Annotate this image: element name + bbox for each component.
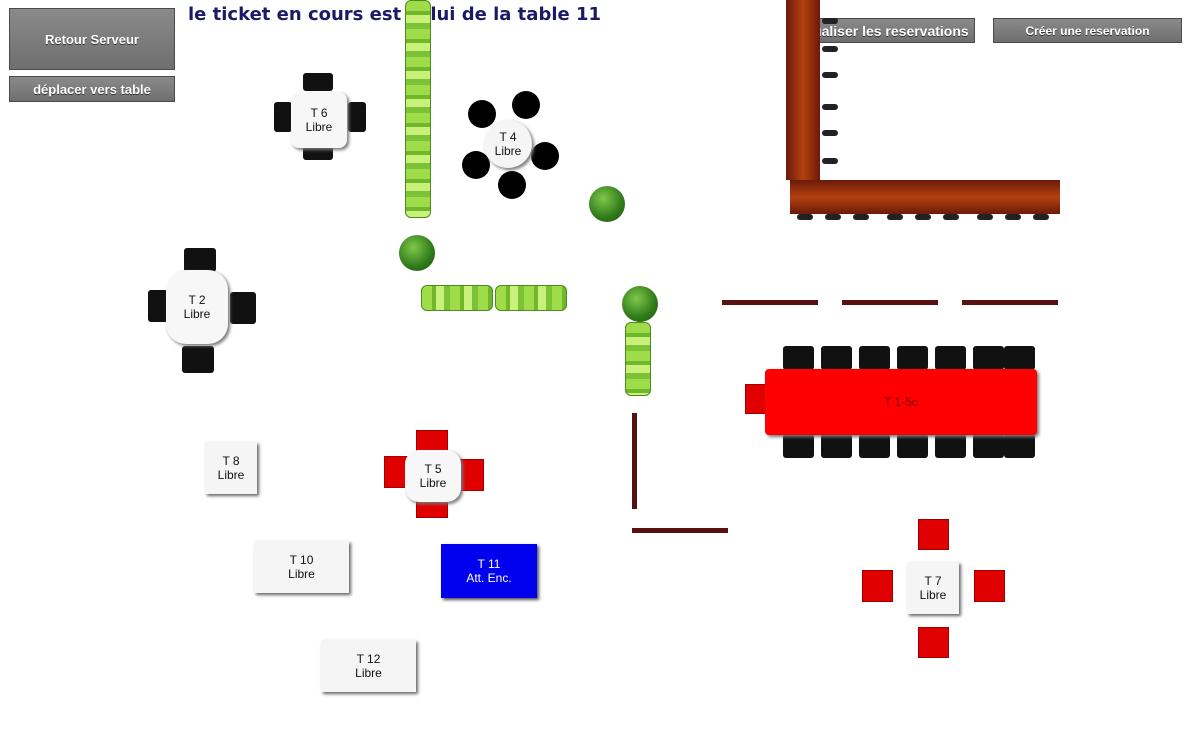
- chair: [897, 346, 928, 370]
- table-name: T 11: [477, 557, 501, 571]
- bar-stool: [943, 214, 959, 220]
- chair: [859, 434, 890, 458]
- bar-stool: [915, 214, 931, 220]
- bush-plant: [399, 235, 435, 271]
- chair-red: [416, 430, 448, 452]
- table-t10[interactable]: T 10 Libre: [254, 541, 349, 593]
- stool: [468, 100, 496, 128]
- table-t7[interactable]: T 7 Libre: [907, 562, 959, 614]
- wall-segment: [632, 413, 637, 509]
- bar-stool: [853, 214, 869, 220]
- chair: [1004, 434, 1035, 458]
- table-status: Libre: [183, 307, 211, 321]
- table-t1-5c[interactable]: T 1-5c: [765, 369, 1037, 435]
- table-status: Libre: [217, 468, 245, 482]
- bar-stool: [797, 214, 813, 220]
- table-t8[interactable]: T 8 Libre: [205, 442, 257, 494]
- table-name: T 5: [424, 462, 442, 476]
- bar-stool: [822, 72, 838, 78]
- bar-counter-vertical: [786, 0, 820, 180]
- chair-red: [918, 519, 949, 550]
- chair: [184, 248, 216, 272]
- wall-segment: [632, 528, 728, 533]
- chair: [935, 346, 966, 370]
- bar-counter-horizontal: [790, 180, 1060, 214]
- table-t6[interactable]: T 6 Libre: [291, 92, 347, 148]
- wall-segment: [962, 300, 1058, 305]
- chair: [783, 346, 814, 370]
- ticket-message: le ticket en cours est celui de la table…: [188, 4, 602, 25]
- bar-stool: [1033, 214, 1049, 220]
- hedge-horizontal-right: [495, 285, 567, 311]
- chair: [859, 346, 890, 370]
- table-t12[interactable]: T 12 Libre: [321, 640, 416, 692]
- chair-red: [862, 570, 893, 602]
- table-name: T 4: [499, 130, 517, 144]
- table-status: Libre: [494, 144, 522, 158]
- stool: [531, 142, 559, 170]
- chair: [148, 290, 170, 322]
- table-status: Libre: [355, 666, 382, 680]
- chair: [182, 346, 214, 373]
- bush-plant: [622, 286, 658, 322]
- table-name: T 6: [310, 106, 328, 120]
- chair: [348, 102, 366, 132]
- chair: [973, 346, 1004, 370]
- table-t5[interactable]: T 5 Libre: [405, 450, 461, 502]
- table-name: T 7: [924, 574, 942, 588]
- hedge-vertical-top: [405, 0, 431, 218]
- chair: [303, 146, 333, 160]
- table-status: Libre: [288, 567, 315, 581]
- stool: [498, 171, 526, 199]
- table-name: T 8: [222, 454, 240, 468]
- table-name: T 12: [356, 652, 381, 666]
- bar-stool: [887, 214, 903, 220]
- bar-stool: [822, 158, 838, 164]
- bar-stool: [822, 104, 838, 110]
- chair: [897, 434, 928, 458]
- table-name: T 10: [289, 553, 314, 567]
- wall-segment: [722, 300, 818, 305]
- chair: [303, 73, 333, 91]
- bush-plant: [589, 186, 625, 222]
- chair: [1004, 346, 1035, 370]
- chair: [821, 346, 852, 370]
- bar-stool: [822, 46, 838, 52]
- chair: [935, 434, 966, 458]
- chair-red: [918, 627, 949, 658]
- stool: [462, 151, 490, 179]
- hedge-horizontal-left: [421, 285, 493, 311]
- chair: [230, 292, 256, 324]
- bar-stool: [1005, 214, 1021, 220]
- hedge-vertical-mid: [625, 322, 651, 396]
- chair-red: [384, 456, 408, 488]
- wall-segment: [842, 300, 938, 305]
- table-name: T 2: [188, 293, 206, 307]
- deplacer-table-button[interactable]: déplacer vers table: [9, 76, 175, 102]
- chair: [973, 434, 1004, 458]
- creer-reservation-button[interactable]: Créer une reservation: [993, 18, 1182, 43]
- bar-stool: [825, 214, 841, 220]
- chair-red: [974, 570, 1005, 602]
- chair: [821, 434, 852, 458]
- table-status: Libre: [919, 588, 947, 602]
- retour-serveur-button[interactable]: Retour Serveur: [9, 8, 175, 70]
- bar-stool: [977, 214, 993, 220]
- table-status: Libre: [305, 120, 333, 134]
- chair-red: [458, 459, 484, 491]
- bar-stool: [822, 130, 838, 136]
- table-status: Libre: [419, 476, 447, 490]
- chair: [783, 434, 814, 458]
- bar-stool: [822, 18, 838, 24]
- stool: [512, 91, 540, 119]
- table-status: Att. Enc.: [466, 571, 512, 585]
- table-t2[interactable]: T 2 Libre: [166, 270, 228, 344]
- table-t11[interactable]: T 11 Att. Enc.: [441, 544, 537, 598]
- table-t4[interactable]: T 4 Libre: [484, 120, 532, 168]
- table-name: T 1-5c: [884, 395, 918, 409]
- chair: [274, 102, 292, 132]
